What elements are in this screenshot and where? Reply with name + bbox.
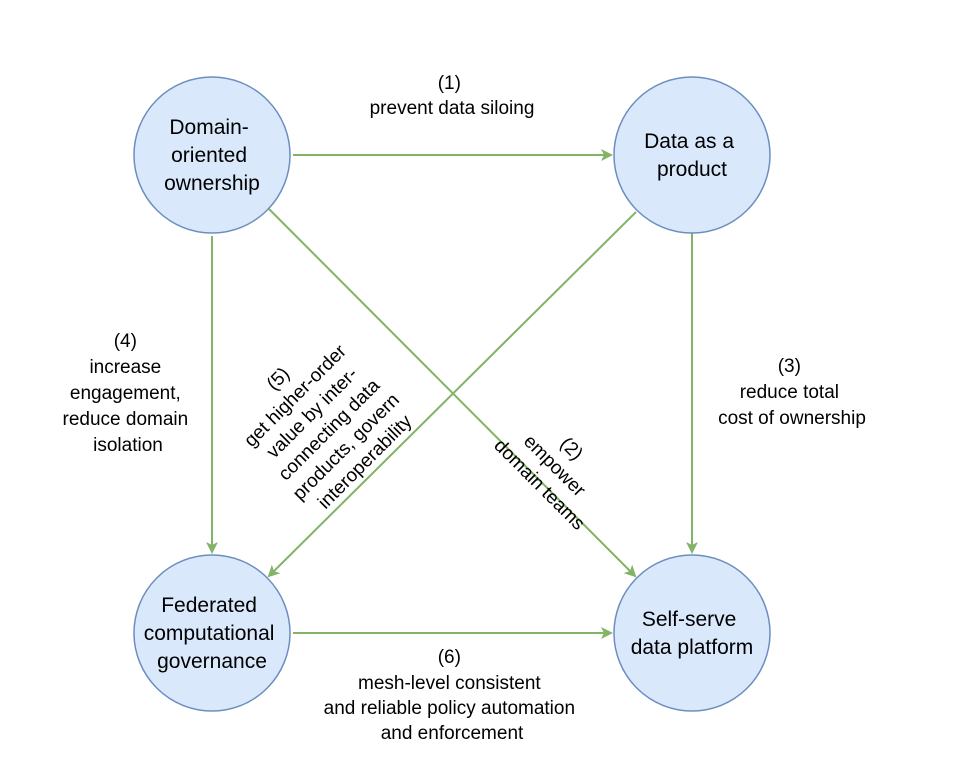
- edge-domain-to-platform: [268, 208, 637, 578]
- node-label: Domain- oriented ownership: [164, 116, 260, 195]
- edge-label-4: (4) increase engagement, reduce domain i…: [63, 331, 194, 456]
- node-label-line: Self-serve: [642, 608, 737, 631]
- edge-label-line: (3): [778, 356, 801, 377]
- edge-label-line: (1): [438, 73, 461, 94]
- node-label-line: ownership: [164, 172, 260, 195]
- node-circle: [613, 554, 771, 712]
- edge-label-line: reduce domain: [63, 409, 189, 430]
- edge-label-line: mesh-level consistent: [358, 673, 541, 694]
- edge-label-line: engagement,: [70, 383, 181, 404]
- edge-label-2-group: (2) empower domain teams: [489, 401, 622, 535]
- edge-label-6: (6) mesh-level consistent and reliable p…: [324, 647, 581, 744]
- node-federated-computational-governance: Federated computational governance: [133, 554, 291, 712]
- node-label-line: governance: [157, 650, 267, 673]
- edge-label-line: cost of ownership: [718, 408, 866, 429]
- edge-label-5-group: (5) get higher-order value by inter- con…: [221, 318, 425, 522]
- edge-label-2: (2) empower domain teams: [489, 401, 622, 534]
- edge-label-3: (3) reduce total cost of ownership: [718, 356, 866, 429]
- node-circle: [613, 76, 771, 234]
- node-label: Federated computational governance: [144, 594, 281, 673]
- edge-label-line: and enforcement: [381, 723, 524, 744]
- node-label-line: oriented: [171, 144, 247, 167]
- node-label-line: data platform: [631, 636, 754, 659]
- node-data-as-a-product: Data as a product: [613, 76, 771, 234]
- node-label-line: product: [657, 158, 727, 181]
- node-label: Self-serve data platform: [631, 608, 754, 659]
- node-label-line: Federated: [161, 594, 257, 617]
- edges: [206, 149, 698, 639]
- edge-label-5: (5) get higher-order value by inter- con…: [221, 318, 425, 522]
- edge-label-line: reduce total: [740, 382, 839, 403]
- node-self-serve-data-platform: Self-serve data platform: [613, 554, 771, 712]
- edge-product-to-governance: [267, 211, 637, 578]
- node-circle: [133, 76, 291, 234]
- edge-label-line: (6): [438, 647, 461, 668]
- edge-label-line: (4): [114, 331, 137, 352]
- edge-label-line: prevent data siloing: [370, 98, 535, 119]
- node-label-line: Domain-: [169, 116, 248, 139]
- node-circle: [133, 554, 291, 712]
- edge-label-line: and reliable policy automation: [324, 698, 575, 719]
- node-label-line: Data as a: [644, 130, 734, 153]
- node-domain-oriented-ownership: Domain- oriented ownership: [133, 76, 291, 234]
- node-label: Data as a product: [644, 130, 740, 181]
- node-label-line: computational: [144, 622, 275, 645]
- edge-label-line: isolation: [93, 435, 163, 456]
- edge-label-1: (1) prevent data siloing: [370, 73, 535, 119]
- edge-label-line: increase: [89, 357, 161, 378]
